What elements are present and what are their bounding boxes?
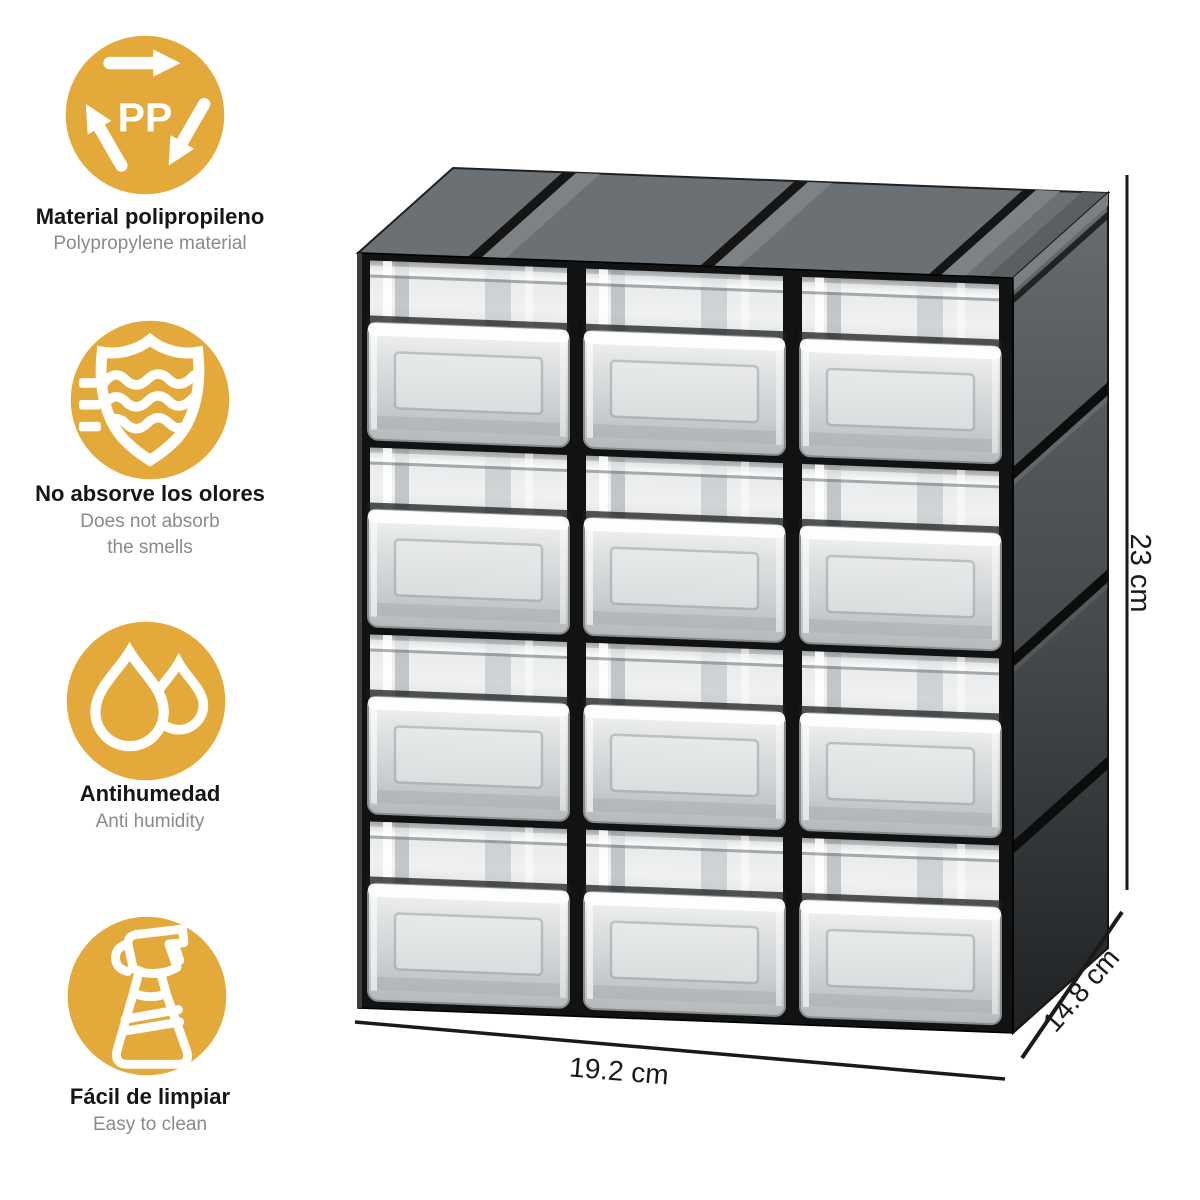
recycling-pp-icon: PP [65,35,225,195]
spray-bottle-icon [67,916,227,1076]
feature-title-clean: Fácil de limpiar [69,1084,231,1109]
pp-badge: PP [118,94,173,140]
drawer-bin [797,649,1004,839]
cabinet-top-face [355,166,1111,280]
drawer-bin [797,275,1004,465]
feature-subtitle-odor: Does not absorb the smells [80,511,220,558]
width-dimension-label: 19.2 cm [568,1051,670,1090]
feature-subtitle-clean: Easy to clean [92,1114,208,1135]
drawer-bin [581,267,788,457]
drawer-bin [365,259,572,449]
drawer-bin [581,454,788,644]
feature-title-odor: No absorve los olores [35,481,265,506]
drawer-bin [581,828,788,1018]
shield-waves-icon [70,320,230,480]
feature-subtitle-humidity: Anti humidity [95,811,205,832]
drawer-bin [365,820,572,1010]
drawer-bin [365,633,572,823]
feature-subtitle-material: Polypropylene material [53,233,247,254]
cabinet-side-face [1012,190,1109,1036]
feature-title-material: Material polipropileno [35,204,265,229]
height-dimension-label: 23 cm [1124,534,1156,613]
drawer-bin [581,641,788,831]
feature-title-humidity: Antihumedad [79,781,221,806]
drawer-bin [365,446,572,636]
depth-dimension-line [1020,910,1124,1060]
drawer-bin [797,836,1004,1026]
water-drops-icon [66,621,226,781]
drawer-bin [797,462,1004,652]
width-dimension-line [354,1020,1006,1081]
cabinet-front-face [357,252,1014,1034]
